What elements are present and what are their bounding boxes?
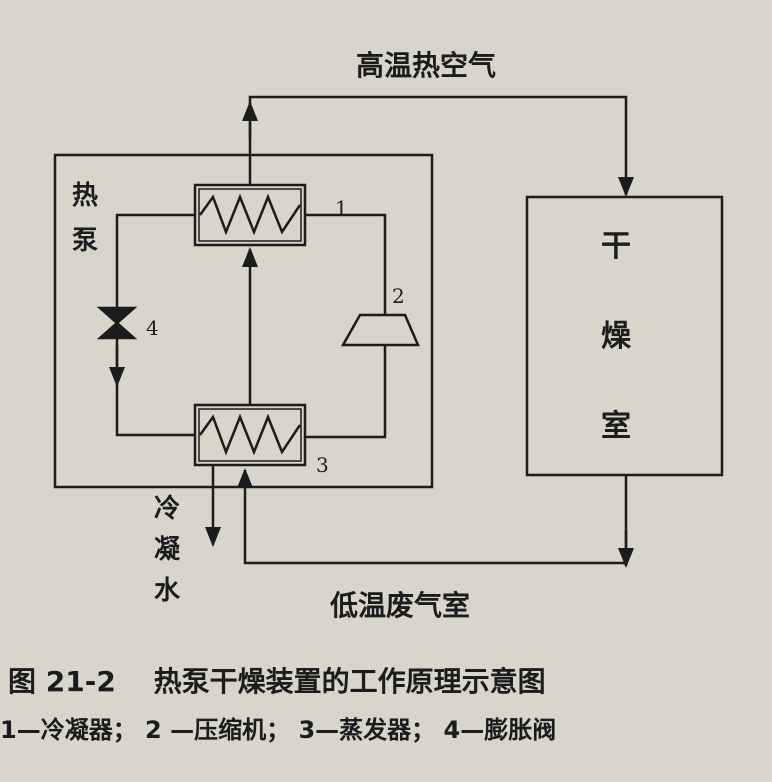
evaporator-number: 3	[316, 453, 329, 477]
compressor-number: 2	[392, 284, 405, 308]
hot-air-duct	[248, 95, 634, 197]
condenser-number: 1	[335, 196, 348, 220]
dryer-label-1: 干	[601, 229, 631, 264]
hot-air-label: 高温热空气	[356, 49, 497, 82]
expansion-valve-number: 4	[146, 316, 159, 340]
waste-air-label: 低温废气室	[330, 589, 471, 622]
condensate-label-2: 凝	[153, 535, 180, 565]
drying-chamber	[525, 195, 724, 477]
dryer-label-3: 室	[601, 409, 631, 444]
figure-title: 热泵干燥装置的工作原理示意图	[153, 665, 546, 698]
waste-air-duct	[237, 468, 628, 565]
figure-caption: 图 21-2 热泵干燥装置的工作原理示意图	[8, 660, 546, 700]
figure-number: 图 21-2	[8, 665, 116, 698]
heat-pump-label-2: 泵	[71, 226, 98, 256]
figure-legend: 1—冷凝器； 2 —压缩机； 3—蒸发器； 4—膨胀阀	[0, 716, 557, 744]
heat-pump-label-1: 热	[71, 181, 98, 211]
compressor	[340, 313, 420, 347]
condensate-label-3: 水	[153, 576, 180, 606]
condenser	[193, 183, 307, 247]
evaporator	[193, 403, 307, 467]
dryer-label-2: 燥	[601, 319, 631, 354]
condensate-label-1: 冷	[153, 494, 180, 524]
refrigerant-line-right	[305, 213, 387, 439]
expansion-valve	[96, 306, 138, 340]
